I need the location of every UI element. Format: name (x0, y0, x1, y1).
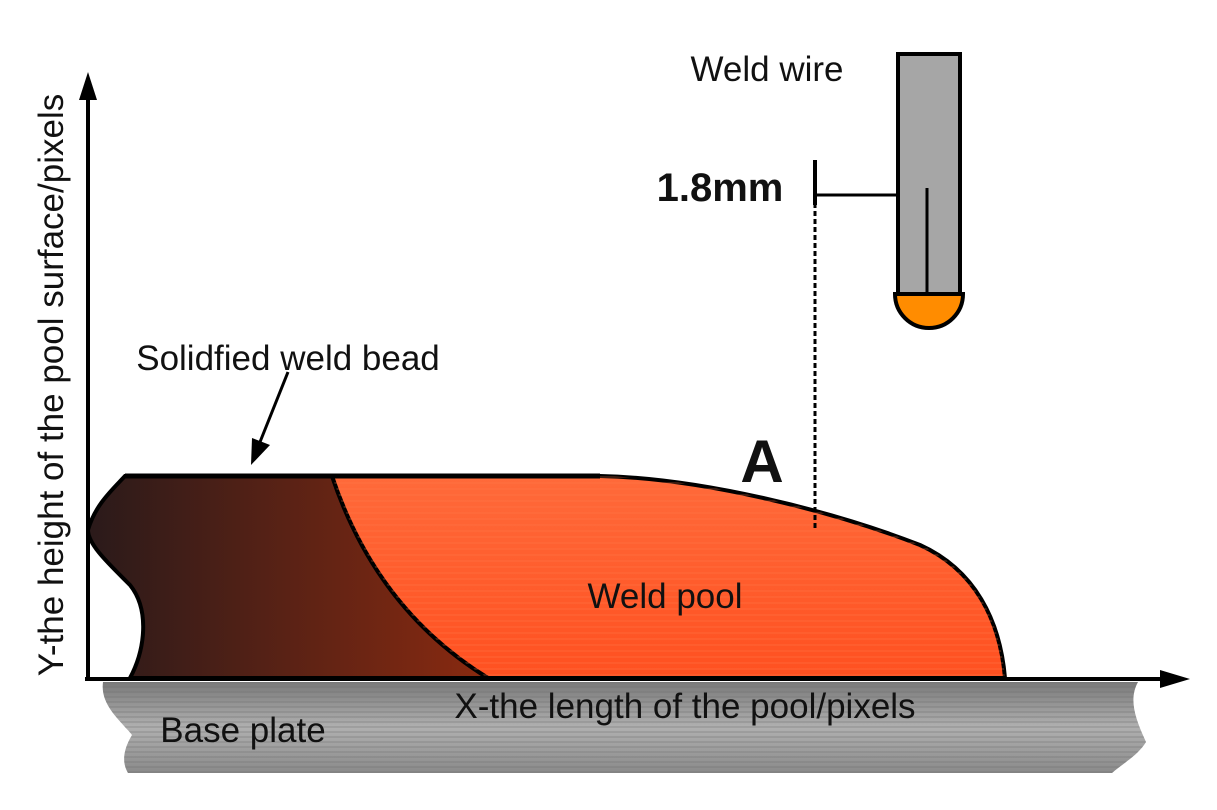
point-a-label: A (740, 428, 783, 495)
base-plate-label: Base plate (160, 711, 325, 750)
x-axis-label: X-the length of the pool/pixels (454, 687, 915, 726)
y-axis-label: Y-the height of the pool surface/pixels (32, 94, 71, 676)
solidified-bead-label: Solidfied weld bead (136, 339, 440, 378)
weld-pool-texture (332, 476, 1005, 678)
x-axis-arrowhead (1160, 670, 1190, 688)
weld-wire-label: Weld wire (690, 50, 843, 89)
bead-pointer-line (258, 371, 290, 443)
distance-label: 1.8mm (657, 166, 784, 210)
weld-wire-shape (896, 52, 962, 296)
base-plate-texture (102, 682, 1147, 773)
weld-pool-label: Weld pool (587, 577, 742, 616)
bead-pointer-arrowhead (251, 438, 270, 465)
y-axis-arrowhead (79, 72, 97, 100)
droplet-shape (892, 292, 966, 330)
